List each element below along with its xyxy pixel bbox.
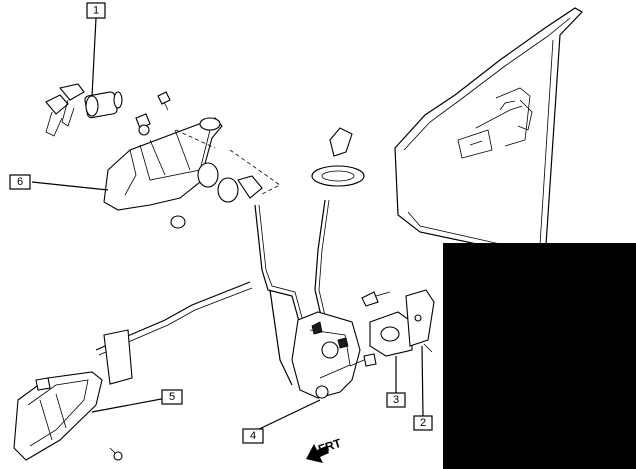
lock-assembly <box>291 311 377 399</box>
redaction-block <box>443 243 636 469</box>
callout-1-label: 1 <box>93 5 99 17</box>
leader-lines <box>31 17 424 433</box>
outside-handle <box>103 117 281 229</box>
front-direction-label: FRT <box>316 436 343 457</box>
callout-2: 2 <box>413 415 433 431</box>
callout-4-label: 4 <box>250 430 256 442</box>
callout-6: 6 <box>9 174 31 190</box>
front-arrow-icon <box>306 444 329 463</box>
callout-3-label: 3 <box>393 394 399 406</box>
callout-5: 5 <box>161 389 183 405</box>
lock-knob <box>311 127 365 187</box>
callout-6-label: 6 <box>17 176 23 188</box>
callout-4: 4 <box>242 428 264 444</box>
callout-5-label: 5 <box>169 391 175 403</box>
callout-3: 3 <box>386 392 406 408</box>
front-direction-indicator: FRT <box>306 436 344 463</box>
callout-2-label: 2 <box>420 417 426 429</box>
inside-handle <box>13 329 133 461</box>
door-outline <box>394 7 583 261</box>
striker-assembly <box>361 289 435 357</box>
callout-1: 1 <box>86 2 106 19</box>
lock-cylinder-and-keys <box>45 83 171 137</box>
